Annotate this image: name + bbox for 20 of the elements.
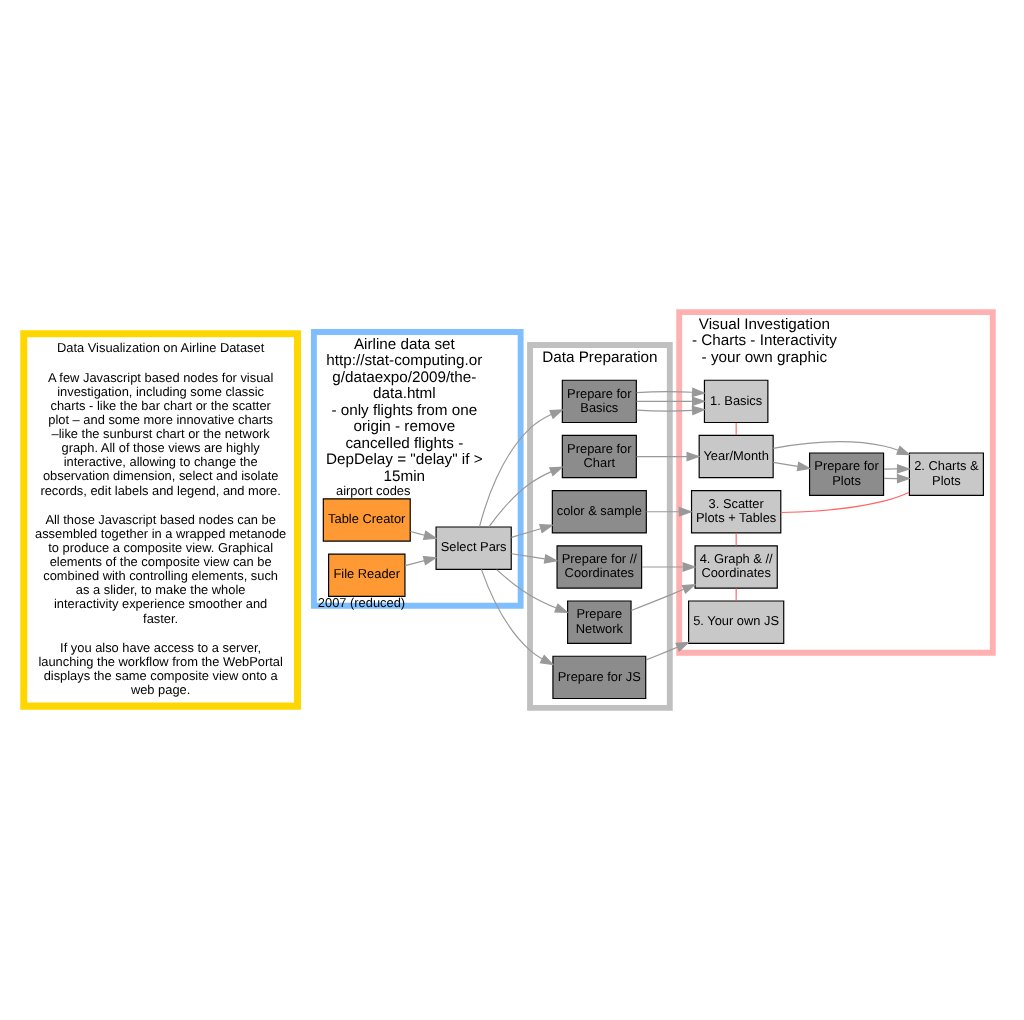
arrow [509,553,558,564]
connector [779,491,909,514]
arrow [487,466,563,528]
arrow [509,524,553,538]
arrow [640,562,696,572]
arrow [634,387,706,398]
arrow [408,530,437,540]
arrow [629,583,696,611]
arrow [403,555,437,567]
arrow [495,569,568,613]
arrow [882,463,910,474]
arrow [644,641,690,661]
arrow [634,396,706,407]
arrow [771,461,811,472]
arrow [479,568,554,666]
arrow [771,441,910,456]
arrow [634,405,706,416]
arrow [477,409,563,528]
arrow [644,506,692,517]
arrow [634,451,700,462]
